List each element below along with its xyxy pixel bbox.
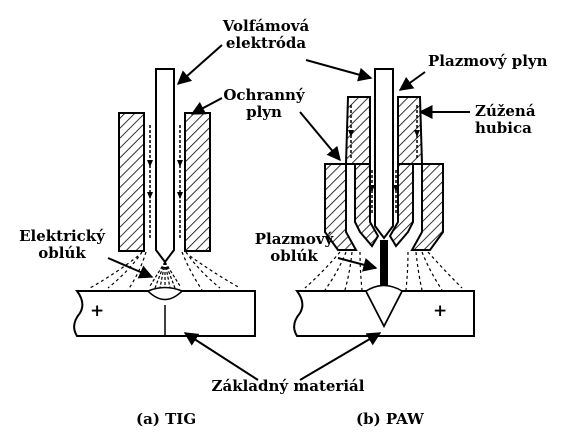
label-plasma-arc: Plazmový oblúk <box>250 231 338 265</box>
paw-torch <box>304 68 463 291</box>
label-plus-right: + <box>433 301 448 321</box>
paw-nozzle-left <box>354 163 380 248</box>
paw-nozzle-right <box>388 163 414 248</box>
label-constricting-nozzle-line2: hubica <box>475 119 532 137</box>
label-plasma-arc-line2: oblúk <box>270 247 318 265</box>
label-tungsten-electrode-line2: elektróda <box>225 34 307 52</box>
label-plasma-gas: Plazmový plyn <box>428 52 548 70</box>
label-electric-arc: Elektrický oblúk <box>14 228 110 262</box>
label-tungsten-electrode: Volfámová elektróda <box>214 18 318 52</box>
label-shielding-gas-line1: Ochranný <box>223 86 305 104</box>
label-shielding-gas-line2: plyn <box>246 103 282 121</box>
paw-plasma-arc <box>380 240 388 290</box>
leader-lines <box>107 44 470 381</box>
tig-base-plate <box>73 286 256 337</box>
label-tungsten-electrode-line1: Volfámová <box>222 17 310 35</box>
label-electric-arc-line2: oblúk <box>38 244 86 262</box>
paw-shield-lower-right <box>410 163 444 251</box>
label-plus-left: + <box>90 301 105 321</box>
tig-nozzle-right <box>184 112 211 252</box>
label-shielding-gas: Ochranný plyn <box>222 87 306 121</box>
label-constricting-nozzle-line1: Zúžená <box>475 102 536 120</box>
tig-nozzle-left <box>118 112 145 252</box>
label-base-material: Základný materiál <box>211 377 365 395</box>
tig-arc <box>149 261 181 289</box>
caption-paw: (b) PAW <box>356 410 424 428</box>
tig-torch <box>89 68 241 291</box>
paw-shield-lower-left <box>324 163 358 251</box>
tig-electrode <box>155 68 175 264</box>
caption-tig: (a) TIG <box>136 410 197 428</box>
paw-electrode <box>374 68 394 240</box>
label-constricting-nozzle: Zúžená hubica <box>475 103 536 137</box>
label-electric-arc-line1: Elektrický <box>19 227 105 245</box>
label-plasma-arc-line1: Plazmový <box>254 230 334 248</box>
paw-base-plate <box>293 284 475 337</box>
